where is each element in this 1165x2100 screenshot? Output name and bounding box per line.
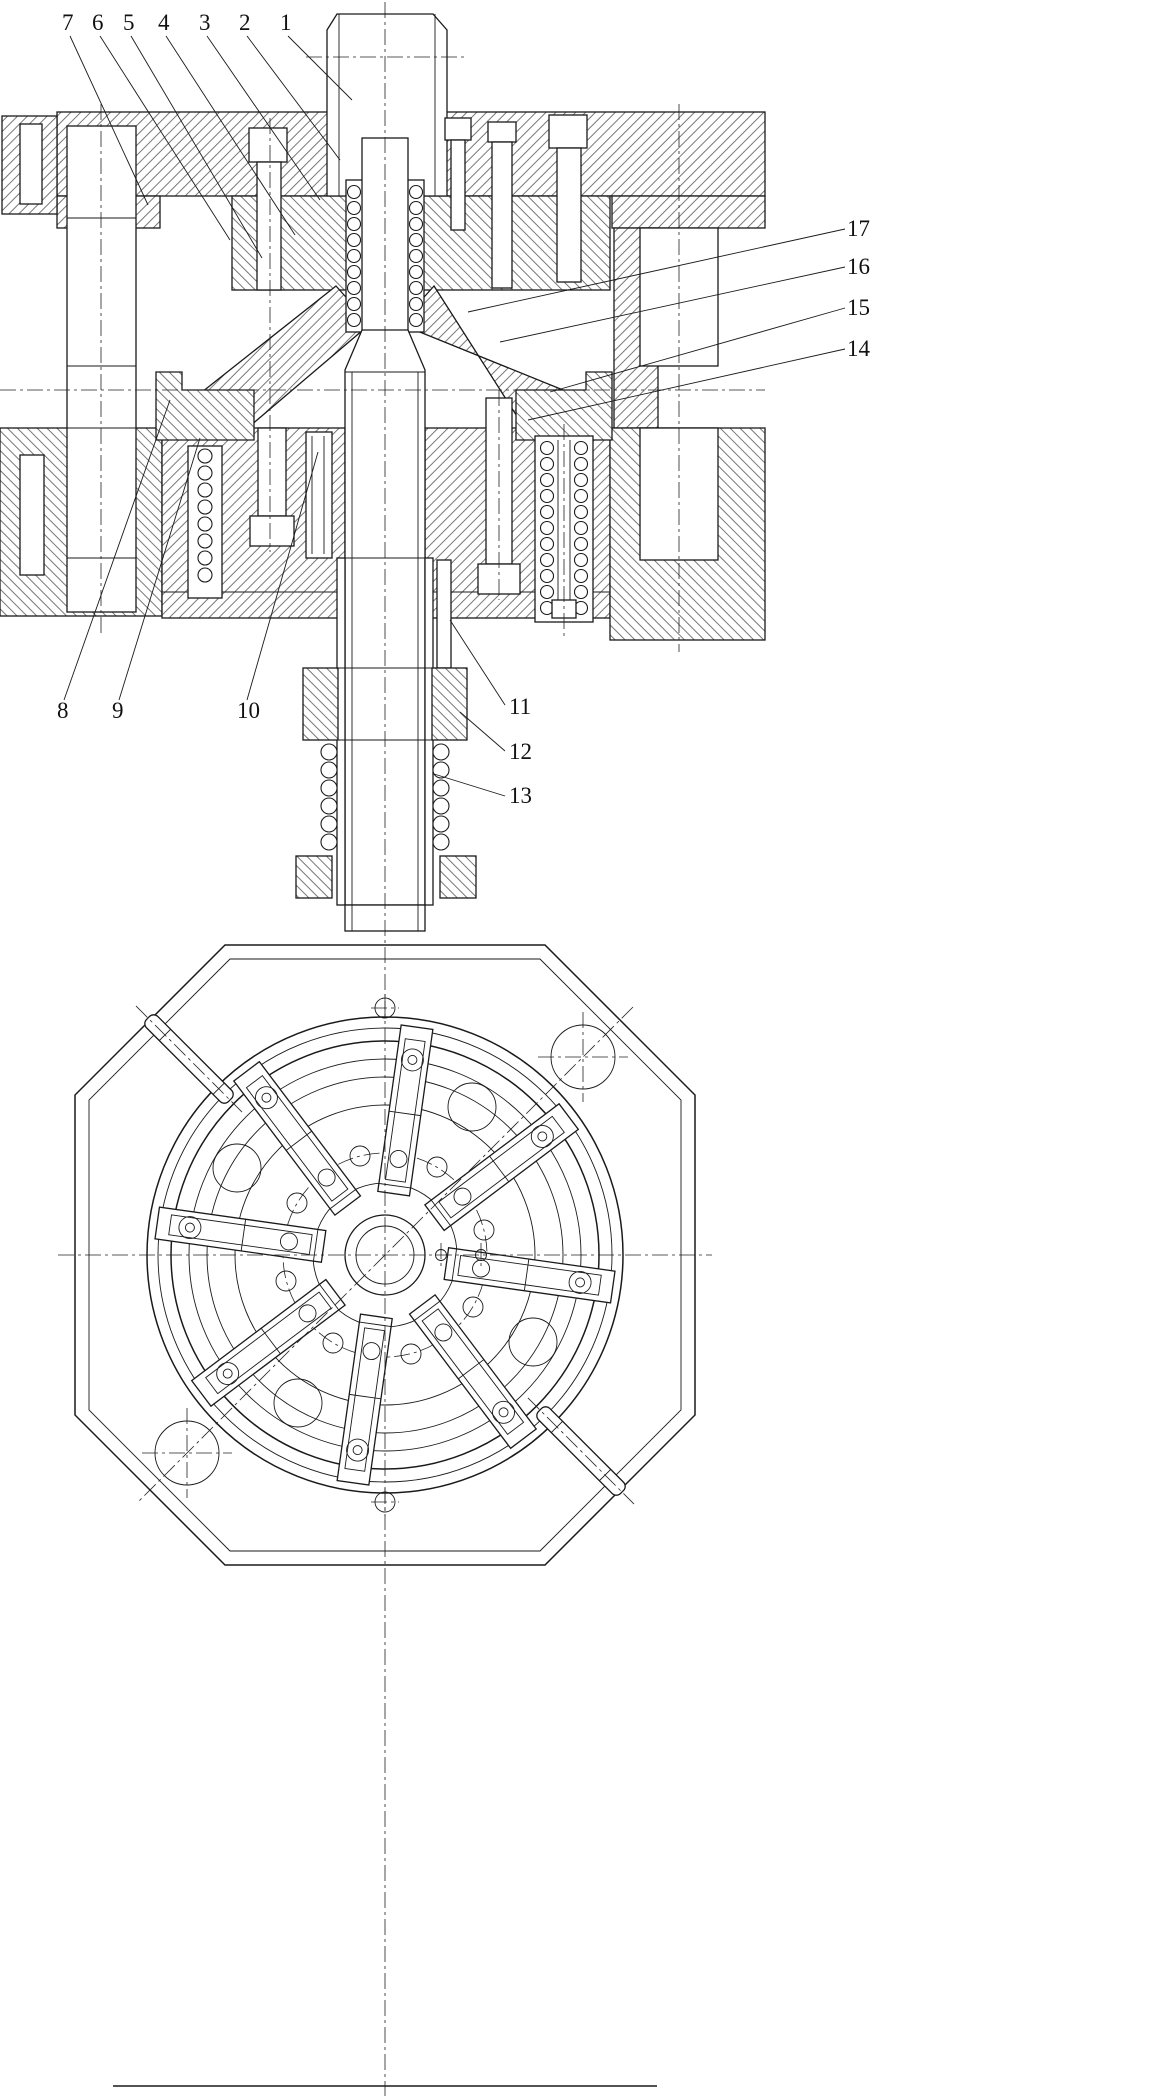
leader-line xyxy=(527,348,846,421)
callout-14: 14 xyxy=(527,336,871,421)
leader-line xyxy=(549,307,846,393)
corner-hole-sw xyxy=(142,1408,232,1498)
callout-label: 4 xyxy=(158,10,170,35)
callout-label: 2 xyxy=(239,10,251,35)
socket-bolt-upper-right xyxy=(548,114,588,283)
callout-label: 12 xyxy=(509,739,532,764)
leader-line xyxy=(433,773,506,797)
flange-nut-right xyxy=(431,667,468,741)
corner-hole-ne xyxy=(538,1012,628,1102)
callout-label: 11 xyxy=(509,694,531,719)
push-rod xyxy=(436,559,452,669)
section-centerlines xyxy=(0,56,765,652)
callout-7: 7 xyxy=(62,10,149,206)
callout-label: 7 xyxy=(62,10,74,35)
upper-shoe-right-step xyxy=(611,195,766,229)
leader-line xyxy=(69,35,149,206)
spring-retainer-left xyxy=(295,855,333,899)
callout-2: 2 xyxy=(239,10,341,161)
callout-label: 13 xyxy=(509,783,532,808)
leader-line xyxy=(206,35,321,201)
left-clamp-slot xyxy=(19,123,43,205)
die-plate-outline xyxy=(74,944,696,1566)
dowel-pin-nw xyxy=(135,1005,243,1113)
callout-11: 11 xyxy=(449,619,531,719)
callout-15: 15 xyxy=(549,295,870,393)
leader-line xyxy=(246,35,341,161)
callout-5: 5 xyxy=(123,10,263,259)
callout-17: 17 xyxy=(467,216,870,313)
flange-nut-left xyxy=(302,667,339,741)
small-bolt-center xyxy=(444,117,472,231)
callout-label: 1 xyxy=(280,10,292,35)
socket-bolt-lower-left xyxy=(249,427,295,547)
callout-label: 9 xyxy=(112,698,124,723)
callouts: 7 6 5 4 3 2 1 17 xyxy=(57,10,871,808)
bolt-hole-ring xyxy=(275,1145,495,1365)
callout-label: 10 xyxy=(237,698,260,723)
socket-bolt-upper-left xyxy=(248,127,288,291)
callout-label: 6 xyxy=(92,10,104,35)
callout-label: 5 xyxy=(123,10,135,35)
callout-1: 1 xyxy=(280,10,353,101)
callout-label: 16 xyxy=(847,254,870,279)
callout-13: 13 xyxy=(433,773,532,808)
guide-pillar-left xyxy=(66,125,137,613)
leader-line xyxy=(63,399,171,701)
callout-16: 16 xyxy=(499,254,870,343)
die-plate-inner-step xyxy=(88,958,682,1552)
leader-line xyxy=(118,437,201,701)
callout-12: 12 xyxy=(459,711,532,764)
callout-label: 17 xyxy=(847,216,870,241)
coil-spring-center xyxy=(346,184,424,328)
dowel-pin-se xyxy=(527,1397,635,1505)
callout-label: 14 xyxy=(847,336,871,361)
callout-6: 6 xyxy=(92,10,231,241)
leader-line xyxy=(287,35,353,101)
spring-retainer-right xyxy=(439,855,477,899)
leader-line xyxy=(130,35,263,259)
die-shoe-left-slot xyxy=(19,454,45,576)
callout-label: 15 xyxy=(847,295,870,320)
spring-pocket-left xyxy=(187,445,223,599)
slide-block-right xyxy=(515,371,613,441)
ejector-pin-left xyxy=(305,431,333,559)
leader-line xyxy=(99,35,231,241)
callout-8: 8 xyxy=(57,399,171,723)
section-view xyxy=(0,13,766,932)
pocket-circles xyxy=(212,1082,558,1428)
coil-spring-lower xyxy=(320,743,450,851)
leader-line xyxy=(459,711,506,752)
leader-line xyxy=(499,266,846,343)
die-shank xyxy=(326,13,448,197)
leader-line xyxy=(449,619,506,706)
callout-9: 9 xyxy=(112,437,201,723)
small-bolt-right xyxy=(487,121,517,289)
leader-line xyxy=(246,451,319,701)
leader-line xyxy=(165,35,296,236)
callout-3: 3 xyxy=(199,10,321,201)
leader-line xyxy=(467,228,846,313)
callout-label: 8 xyxy=(57,698,69,723)
callout-label: 3 xyxy=(199,10,211,35)
callout-4: 4 xyxy=(158,10,296,236)
callout-10: 10 xyxy=(237,451,319,723)
